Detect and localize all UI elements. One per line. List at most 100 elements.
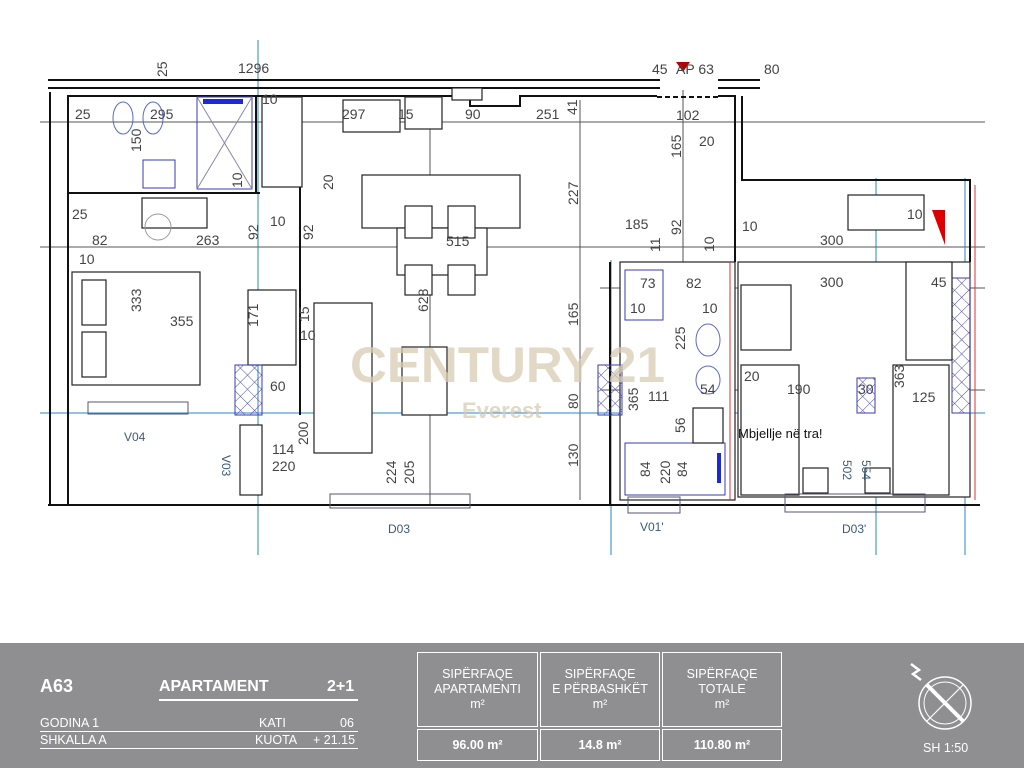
dimension: 82 bbox=[686, 275, 702, 291]
dimension: 355 bbox=[170, 313, 194, 329]
divider bbox=[40, 748, 358, 749]
opening-tags: V04 V03 D03 V01' D03' bbox=[124, 430, 866, 536]
opening-tag: D03' bbox=[842, 522, 866, 536]
dimension: 92 bbox=[300, 224, 316, 240]
divider bbox=[40, 731, 358, 732]
dimension: 15 bbox=[296, 306, 312, 322]
divider bbox=[159, 699, 358, 701]
dimension: 1296 bbox=[238, 60, 269, 76]
dimension: 82 bbox=[92, 232, 108, 248]
area-value-apartment: 96.00 m² bbox=[417, 729, 538, 761]
stair-label: SHKALLA A bbox=[40, 733, 107, 747]
dimension: 300 bbox=[820, 232, 844, 248]
area-header-apartment: SIPËRFAQE APARTAMENTI m² bbox=[417, 652, 538, 727]
compass-north-icon bbox=[910, 663, 972, 730]
type-value: 2+1 bbox=[327, 678, 355, 695]
dimension: 80 bbox=[565, 393, 581, 409]
area-value-total: 110.80 m² bbox=[662, 729, 782, 761]
dimension: 102 bbox=[676, 107, 700, 123]
dimension: 45 bbox=[931, 274, 947, 290]
opening-tag: D03 bbox=[388, 522, 410, 536]
dimension: 10 bbox=[701, 236, 717, 252]
dimension: 60 bbox=[270, 378, 286, 394]
dimension-labels: 1296 25 25 295 10 297 15 90 251 41 150 1… bbox=[72, 60, 947, 484]
watermark-logo: CENTURY 21 bbox=[350, 337, 665, 393]
dimension: 220 bbox=[657, 460, 673, 484]
title-block: A63 APARTAMENT 2+1 GODINA 1 KATI 06 SHKA… bbox=[0, 643, 1024, 768]
dimension: 365 bbox=[625, 387, 641, 411]
dimension: 54 bbox=[700, 381, 716, 397]
dimension: 10 bbox=[229, 172, 245, 188]
watermark-sub: Everest bbox=[462, 398, 542, 423]
dimension: 150 bbox=[128, 128, 144, 152]
area-unit: m² bbox=[592, 697, 608, 711]
area-header-total: SIPËRFAQE TOTALE m² bbox=[662, 652, 782, 727]
dimension: 554 bbox=[859, 460, 873, 480]
dimension: 10 bbox=[262, 91, 278, 107]
dimension: 225 bbox=[672, 326, 688, 350]
level-value: + 21.15 bbox=[313, 733, 356, 747]
dimension: 90 bbox=[465, 106, 481, 122]
dimension: 171 bbox=[245, 303, 261, 327]
unit-code: A63 bbox=[40, 676, 74, 696]
dimension: 84 bbox=[674, 461, 690, 477]
dimension: 205 bbox=[401, 460, 417, 484]
level-label: KUOTA bbox=[255, 733, 298, 747]
dimension: 227 bbox=[565, 181, 581, 205]
dimension: 45 bbox=[652, 61, 668, 77]
dimension: 111 bbox=[648, 388, 669, 404]
dimension: 10 bbox=[907, 206, 923, 222]
area-header-common: SIPËRFAQE E PËRBASHKËT m² bbox=[540, 652, 660, 727]
dimension: 130 bbox=[565, 443, 581, 467]
dimension: 84 bbox=[637, 461, 653, 477]
dimension: 20 bbox=[744, 368, 760, 384]
dimension: 20 bbox=[320, 174, 336, 190]
dimension: 92 bbox=[245, 224, 261, 240]
dimension: 502 bbox=[840, 460, 854, 480]
dimension: 10 bbox=[630, 300, 646, 316]
opening-tag: V04 bbox=[124, 430, 146, 444]
dimension: 20 bbox=[699, 133, 715, 149]
dimension: 297 bbox=[342, 106, 366, 122]
area-header-line: SIPËRFAQE bbox=[564, 667, 636, 681]
area-header-line: SIPËRFAQE bbox=[442, 667, 513, 681]
dimension: 10 bbox=[300, 327, 316, 343]
dimension: 220 bbox=[272, 458, 296, 474]
dimension: 295 bbox=[150, 106, 174, 122]
dimension: 30 bbox=[858, 381, 874, 397]
type-label: APARTAMENT bbox=[159, 678, 269, 695]
dimension: 25 bbox=[72, 206, 88, 222]
dimension: 10 bbox=[742, 218, 758, 234]
area-header-line: TOTALE bbox=[698, 682, 746, 696]
area-unit: m² bbox=[470, 697, 485, 711]
dimension: 628 bbox=[415, 288, 431, 312]
note-label: Mbjellje në tra! bbox=[738, 426, 823, 441]
dimension: 190 bbox=[787, 381, 811, 397]
dimension: 263 bbox=[196, 232, 220, 248]
dimension: 25 bbox=[154, 61, 170, 77]
dimension: 10 bbox=[270, 213, 286, 229]
area-unit: m² bbox=[714, 697, 730, 711]
opening-tag: V03 bbox=[219, 455, 233, 477]
area-header-line: APARTAMENTI bbox=[434, 682, 521, 696]
building-label: GODINA 1 bbox=[40, 716, 100, 730]
area-value-common: 14.8 m² bbox=[540, 729, 660, 761]
dimension: 363 bbox=[891, 364, 907, 388]
dimension: 125 bbox=[912, 389, 936, 405]
dimension: 185 bbox=[625, 216, 649, 232]
area-header-line: SIPËRFAQE bbox=[686, 667, 758, 681]
dimension: 15 bbox=[398, 106, 414, 122]
dimension: 10 bbox=[702, 300, 718, 316]
dimension: 300 bbox=[820, 274, 844, 290]
floor-value: 06 bbox=[340, 716, 354, 730]
dimension: 333 bbox=[128, 288, 144, 312]
furniture bbox=[71, 62, 971, 514]
dimension: 200 bbox=[295, 421, 311, 445]
dimension: 80 bbox=[764, 61, 780, 77]
dimension: 251 bbox=[536, 106, 560, 122]
dimension: 10 bbox=[79, 251, 95, 267]
unit-label: AP 63 bbox=[676, 61, 714, 77]
area-header-line: E PËRBASHKËT bbox=[552, 682, 648, 696]
floor-plan: CENTURY 21 Everest AP 63 Mbjellje në tra… bbox=[40, 40, 985, 555]
floor-label: KATI bbox=[259, 716, 286, 730]
